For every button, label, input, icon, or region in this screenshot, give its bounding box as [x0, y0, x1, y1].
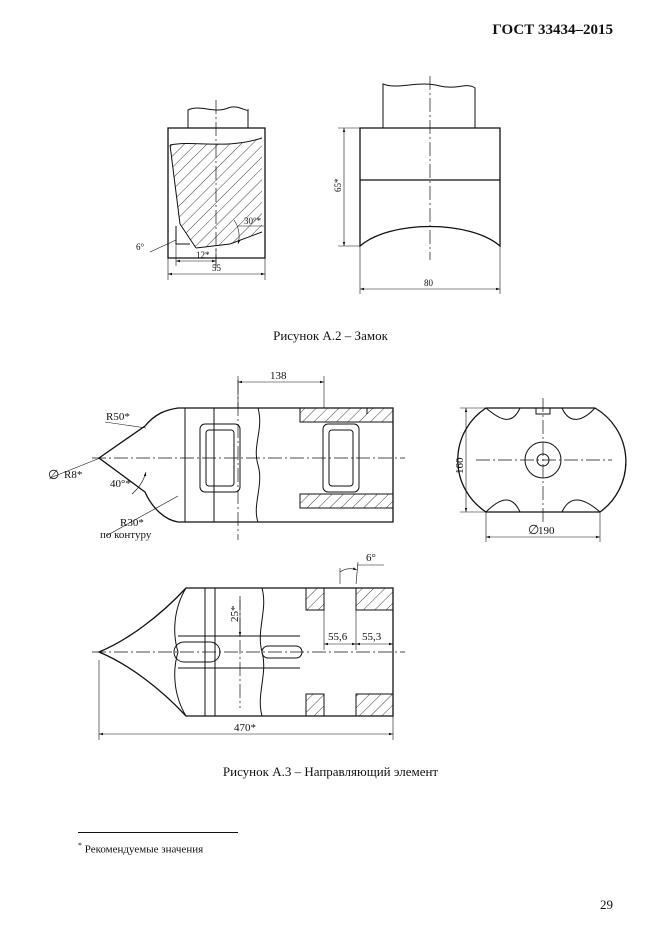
lock-section-view — [149, 100, 266, 280]
dim-160: 160 — [454, 457, 466, 474]
standard-header: ГОСТ 33434–2015 — [492, 22, 613, 38]
dim-12: 12* — [196, 250, 210, 260]
guide-element-plan-view — [92, 561, 405, 740]
lock-front-view — [338, 76, 501, 294]
figure-a3-caption: Рисунок А.3 – Направляющий элемент — [222, 764, 439, 779]
guide-element-end-view — [457, 398, 627, 542]
footnote-divider — [78, 832, 238, 833]
dim-30-deg: 30°* — [244, 216, 262, 226]
dim-contour-note: по контуру — [100, 529, 152, 541]
footnote-text: Рекомендуемые значения — [84, 843, 204, 856]
dim-25: 25* — [229, 606, 241, 623]
dim-6-deg-bottom: 6° — [366, 552, 376, 564]
guide-element-side-view — [49, 376, 405, 540]
dim-55-3: 55,3 — [362, 631, 382, 643]
dim-470: 470* — [234, 722, 256, 734]
dim-55: 55 — [212, 263, 222, 273]
diameter-symbol-icon: ∅ — [528, 522, 539, 537]
dim-138: 138 — [270, 370, 287, 382]
dim-6-deg: 6° — [136, 242, 145, 252]
dim-r30: R30* — [120, 517, 144, 529]
footnote: * Рекомендуемые значения — [78, 841, 203, 856]
dim-80: 80 — [424, 278, 434, 288]
figure-a2-caption: Рисунок А.2 – Замок — [273, 328, 388, 343]
dim-55-6: 55,6 — [328, 631, 348, 643]
page-number: 29 — [600, 897, 613, 912]
dim-r50: R50* — [106, 411, 130, 423]
dim-40-deg: 40°* — [110, 478, 131, 490]
dim-r8: R8* — [64, 469, 82, 481]
dim-65: 65* — [333, 178, 343, 192]
footnote-mark: * — [78, 841, 82, 850]
dim-190: 190 — [538, 525, 555, 537]
diameter-symbol-icon: ∅ — [48, 467, 59, 482]
